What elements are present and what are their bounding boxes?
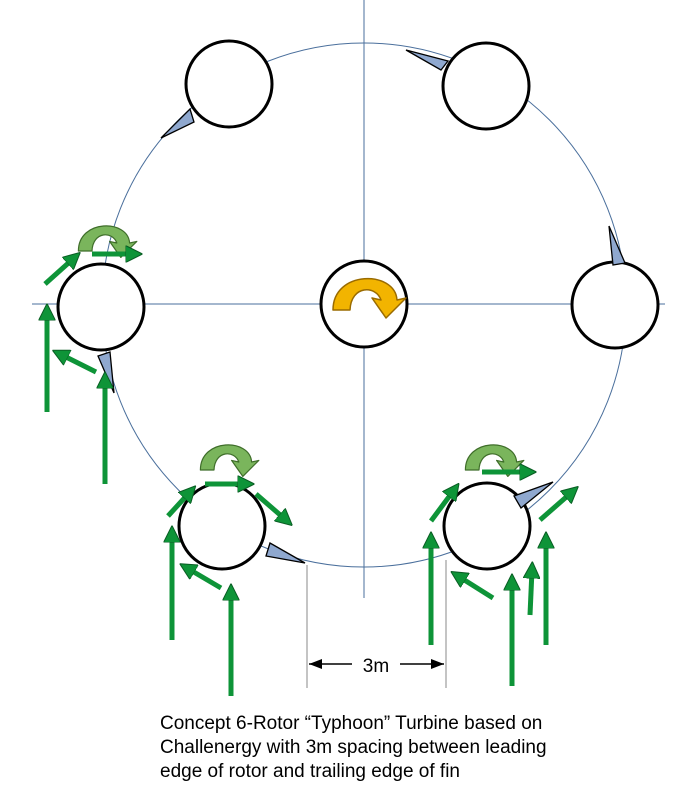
rotor-top-right	[441, 41, 531, 131]
caption-line-2: Challenergy with 3m spacing between lead…	[160, 737, 547, 758]
fin-top-right	[405, 49, 450, 71]
rotor-right	[570, 260, 660, 350]
rotor-bottom-right	[442, 481, 532, 571]
fin-bottom-right	[513, 481, 554, 509]
wind-arrows-left	[45, 254, 134, 484]
fin-right	[608, 225, 626, 266]
rotation-arrow-left-icon	[77, 225, 138, 259]
rotor-left	[56, 262, 146, 352]
rotation-arrow-center-icon	[332, 278, 407, 319]
rotation-arrow-bottom-left-icon	[199, 444, 260, 478]
rotor-bottom-left	[177, 481, 267, 571]
wind-arrows-bottom-right	[431, 472, 572, 686]
caption-line-1: Concept 6-Rotor “Typhoon” Turbine based …	[160, 713, 543, 734]
spacing-dimension: 3m	[306, 560, 447, 688]
rotor-top-left	[184, 39, 274, 129]
fin-bottom-left	[265, 542, 306, 564]
fin-top-left	[160, 107, 195, 139]
rotation-arrow-bottom-right-icon	[464, 444, 525, 478]
caption-line-3: edge of rotor and trailing edge of fin	[160, 761, 460, 782]
spacing-dimension-label: 3m	[363, 656, 389, 677]
wind-arrows-bottom-left	[168, 484, 286, 696]
diagram-caption: Concept 6-Rotor “Typhoon” Turbine based …	[160, 712, 660, 784]
